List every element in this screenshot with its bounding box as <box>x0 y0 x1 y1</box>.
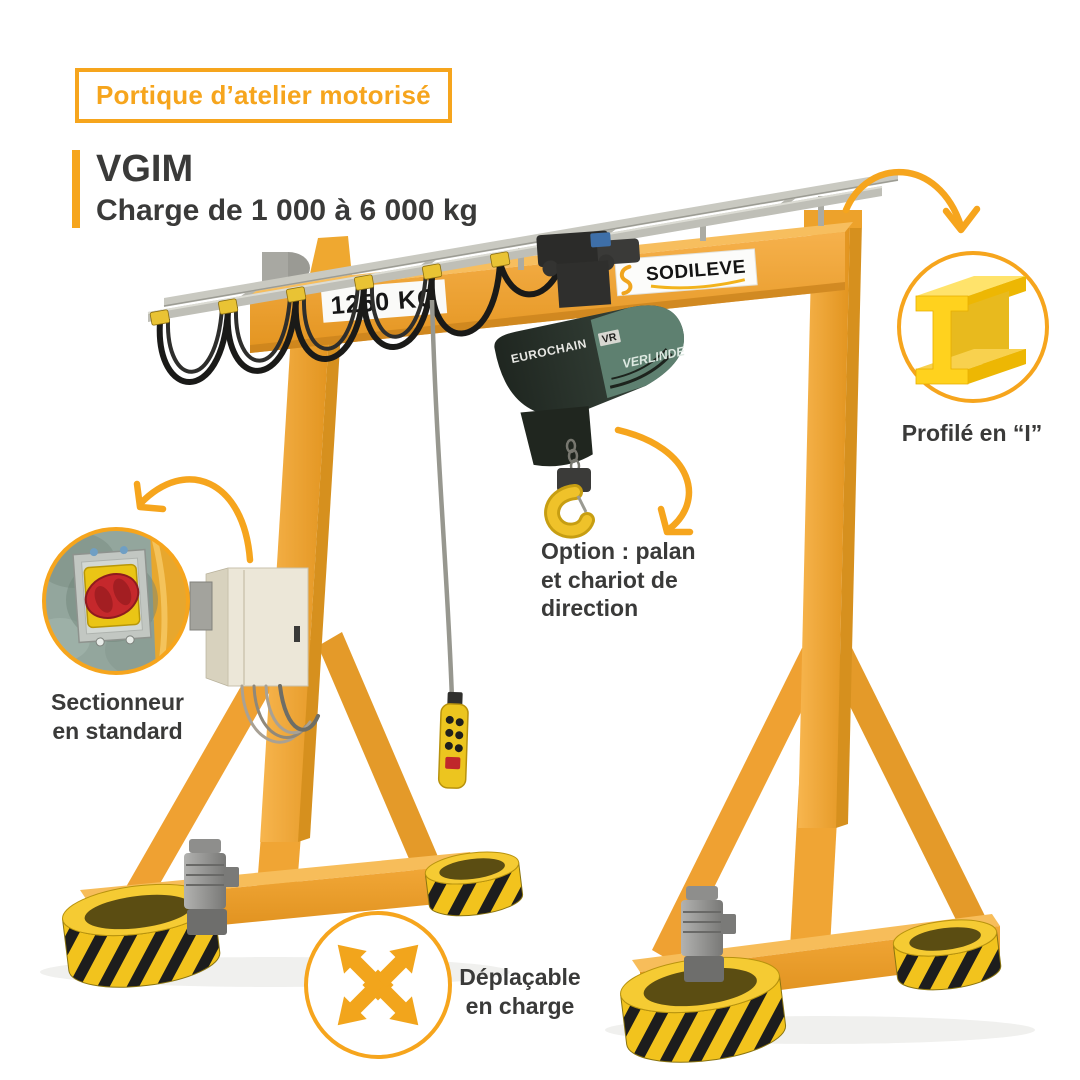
hoist-trolley <box>536 230 641 308</box>
cabinet-side-box <box>189 581 213 631</box>
pendant-cable <box>429 299 455 701</box>
callout-option <box>614 426 694 536</box>
profile-label: Profilé en “I” <box>901 420 1043 446</box>
right-travel-motor <box>681 886 736 982</box>
crane-hook <box>544 468 595 539</box>
model-name: VGIM <box>96 148 194 190</box>
i-beam-icon <box>915 276 1026 385</box>
callout-movable <box>304 911 452 1059</box>
pendant-stop-button <box>445 756 461 770</box>
option-label: Option : palan et chariot de direction <box>541 538 696 622</box>
cabinet-cables <box>240 684 320 744</box>
move-arrows-icon <box>337 944 419 1026</box>
curved-arrow-option <box>614 426 693 534</box>
right-base-wheel-guard-right <box>892 919 1002 991</box>
load-capacity-sticker: 1250 KG <box>320 279 448 323</box>
pendant-control <box>429 299 469 789</box>
cabinet-handle <box>294 626 300 642</box>
disconnect-label: Sectionneur en standard <box>51 689 184 744</box>
control-cabinet <box>189 567 320 744</box>
model-capacity: Charge de 1 000 à 6 000 kg <box>96 193 478 227</box>
chain-hoist: EUROCHAIN VR VERLINDE <box>494 305 687 539</box>
disconnect-callout-circle <box>42 527 190 675</box>
festoon-rails <box>147 172 899 322</box>
left-base <box>62 839 524 988</box>
hoist-model-text: VR <box>601 331 618 346</box>
gantry-brand-sticker: SODILEVE <box>614 248 758 297</box>
curved-arrow-profile <box>842 168 965 230</box>
movable-label: Déplaçable en charge <box>459 964 581 1019</box>
curved-arrow-disconnect <box>136 476 254 564</box>
callout-profile <box>842 168 1049 403</box>
left-base-wheel-guard-right <box>424 851 524 917</box>
right-base <box>620 886 1002 1063</box>
sodileve-hook-icon <box>619 264 633 296</box>
left-travel-motor <box>184 839 239 935</box>
red-rotary-knob <box>84 573 140 619</box>
model-heading: VGIM Charge de 1 000 à 6 000 kg <box>72 150 478 228</box>
left-base-wheel-guard-left <box>62 883 221 988</box>
festoon-trolley-clamps <box>149 251 511 326</box>
product-category-tag: Portique d’atelier motorisé <box>75 68 452 123</box>
festoon-cables <box>149 251 563 385</box>
product-category-label: Portique d’atelier motorisé <box>96 80 431 110</box>
sodileve-underline <box>650 278 746 290</box>
right-base-wheel-guard-left <box>620 956 787 1063</box>
